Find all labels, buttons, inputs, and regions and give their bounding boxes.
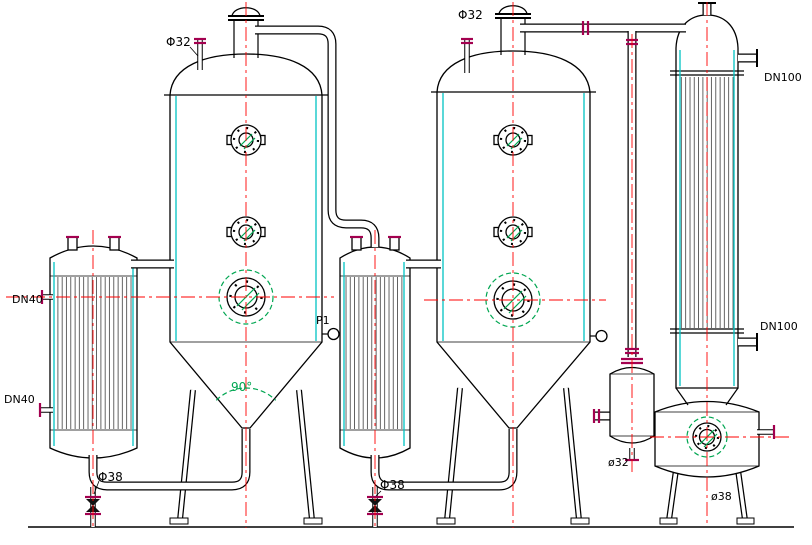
dn100-side-nozzle xyxy=(738,333,758,351)
heater-1 xyxy=(49,235,138,459)
label-o38: ø38 xyxy=(711,490,732,503)
dome-nozzle-2 xyxy=(461,37,473,73)
dn100-top-nozzle xyxy=(738,49,758,67)
label-dn40-lower: DN40 xyxy=(4,393,35,406)
labels: Φ32 Φ32 DN100 DN100 DN40 DN40 Φ38 Φ38 P1… xyxy=(4,8,802,503)
label-phi32-left: Φ32 xyxy=(166,35,191,49)
label-cone-angle: 90° xyxy=(231,380,252,394)
circulation-pipe-1 xyxy=(88,429,251,491)
label-phi38-left: Φ38 xyxy=(98,470,123,484)
label-dn100-side: DN100 xyxy=(760,320,798,333)
dn40-lower-nozzle xyxy=(38,403,53,417)
ground-and-legs xyxy=(28,387,794,528)
label-dn40-upper: DN40 xyxy=(12,293,43,306)
label-phi38-right: Φ38 xyxy=(380,478,405,492)
evaporator-2 xyxy=(431,5,596,429)
pressure-gauge-1 xyxy=(322,327,340,341)
pressure-gauge-2 xyxy=(590,329,608,343)
label-p1: P1 xyxy=(316,314,330,327)
cone-angle-annotation xyxy=(215,387,277,401)
circulation-pipe-2 xyxy=(370,429,518,491)
label-dn100-top: DN100 xyxy=(764,71,802,84)
dome-nozzle-1 xyxy=(194,37,206,70)
condensate-receiver xyxy=(609,357,655,462)
label-o32: ø32 xyxy=(608,456,629,469)
vapor-duct-1 xyxy=(255,25,380,247)
water-tank xyxy=(654,387,776,478)
tank-side-nozzle xyxy=(757,425,776,439)
heater-2 xyxy=(339,235,411,459)
label-phi32-right: Φ32 xyxy=(458,8,483,22)
centerlines xyxy=(6,2,790,528)
